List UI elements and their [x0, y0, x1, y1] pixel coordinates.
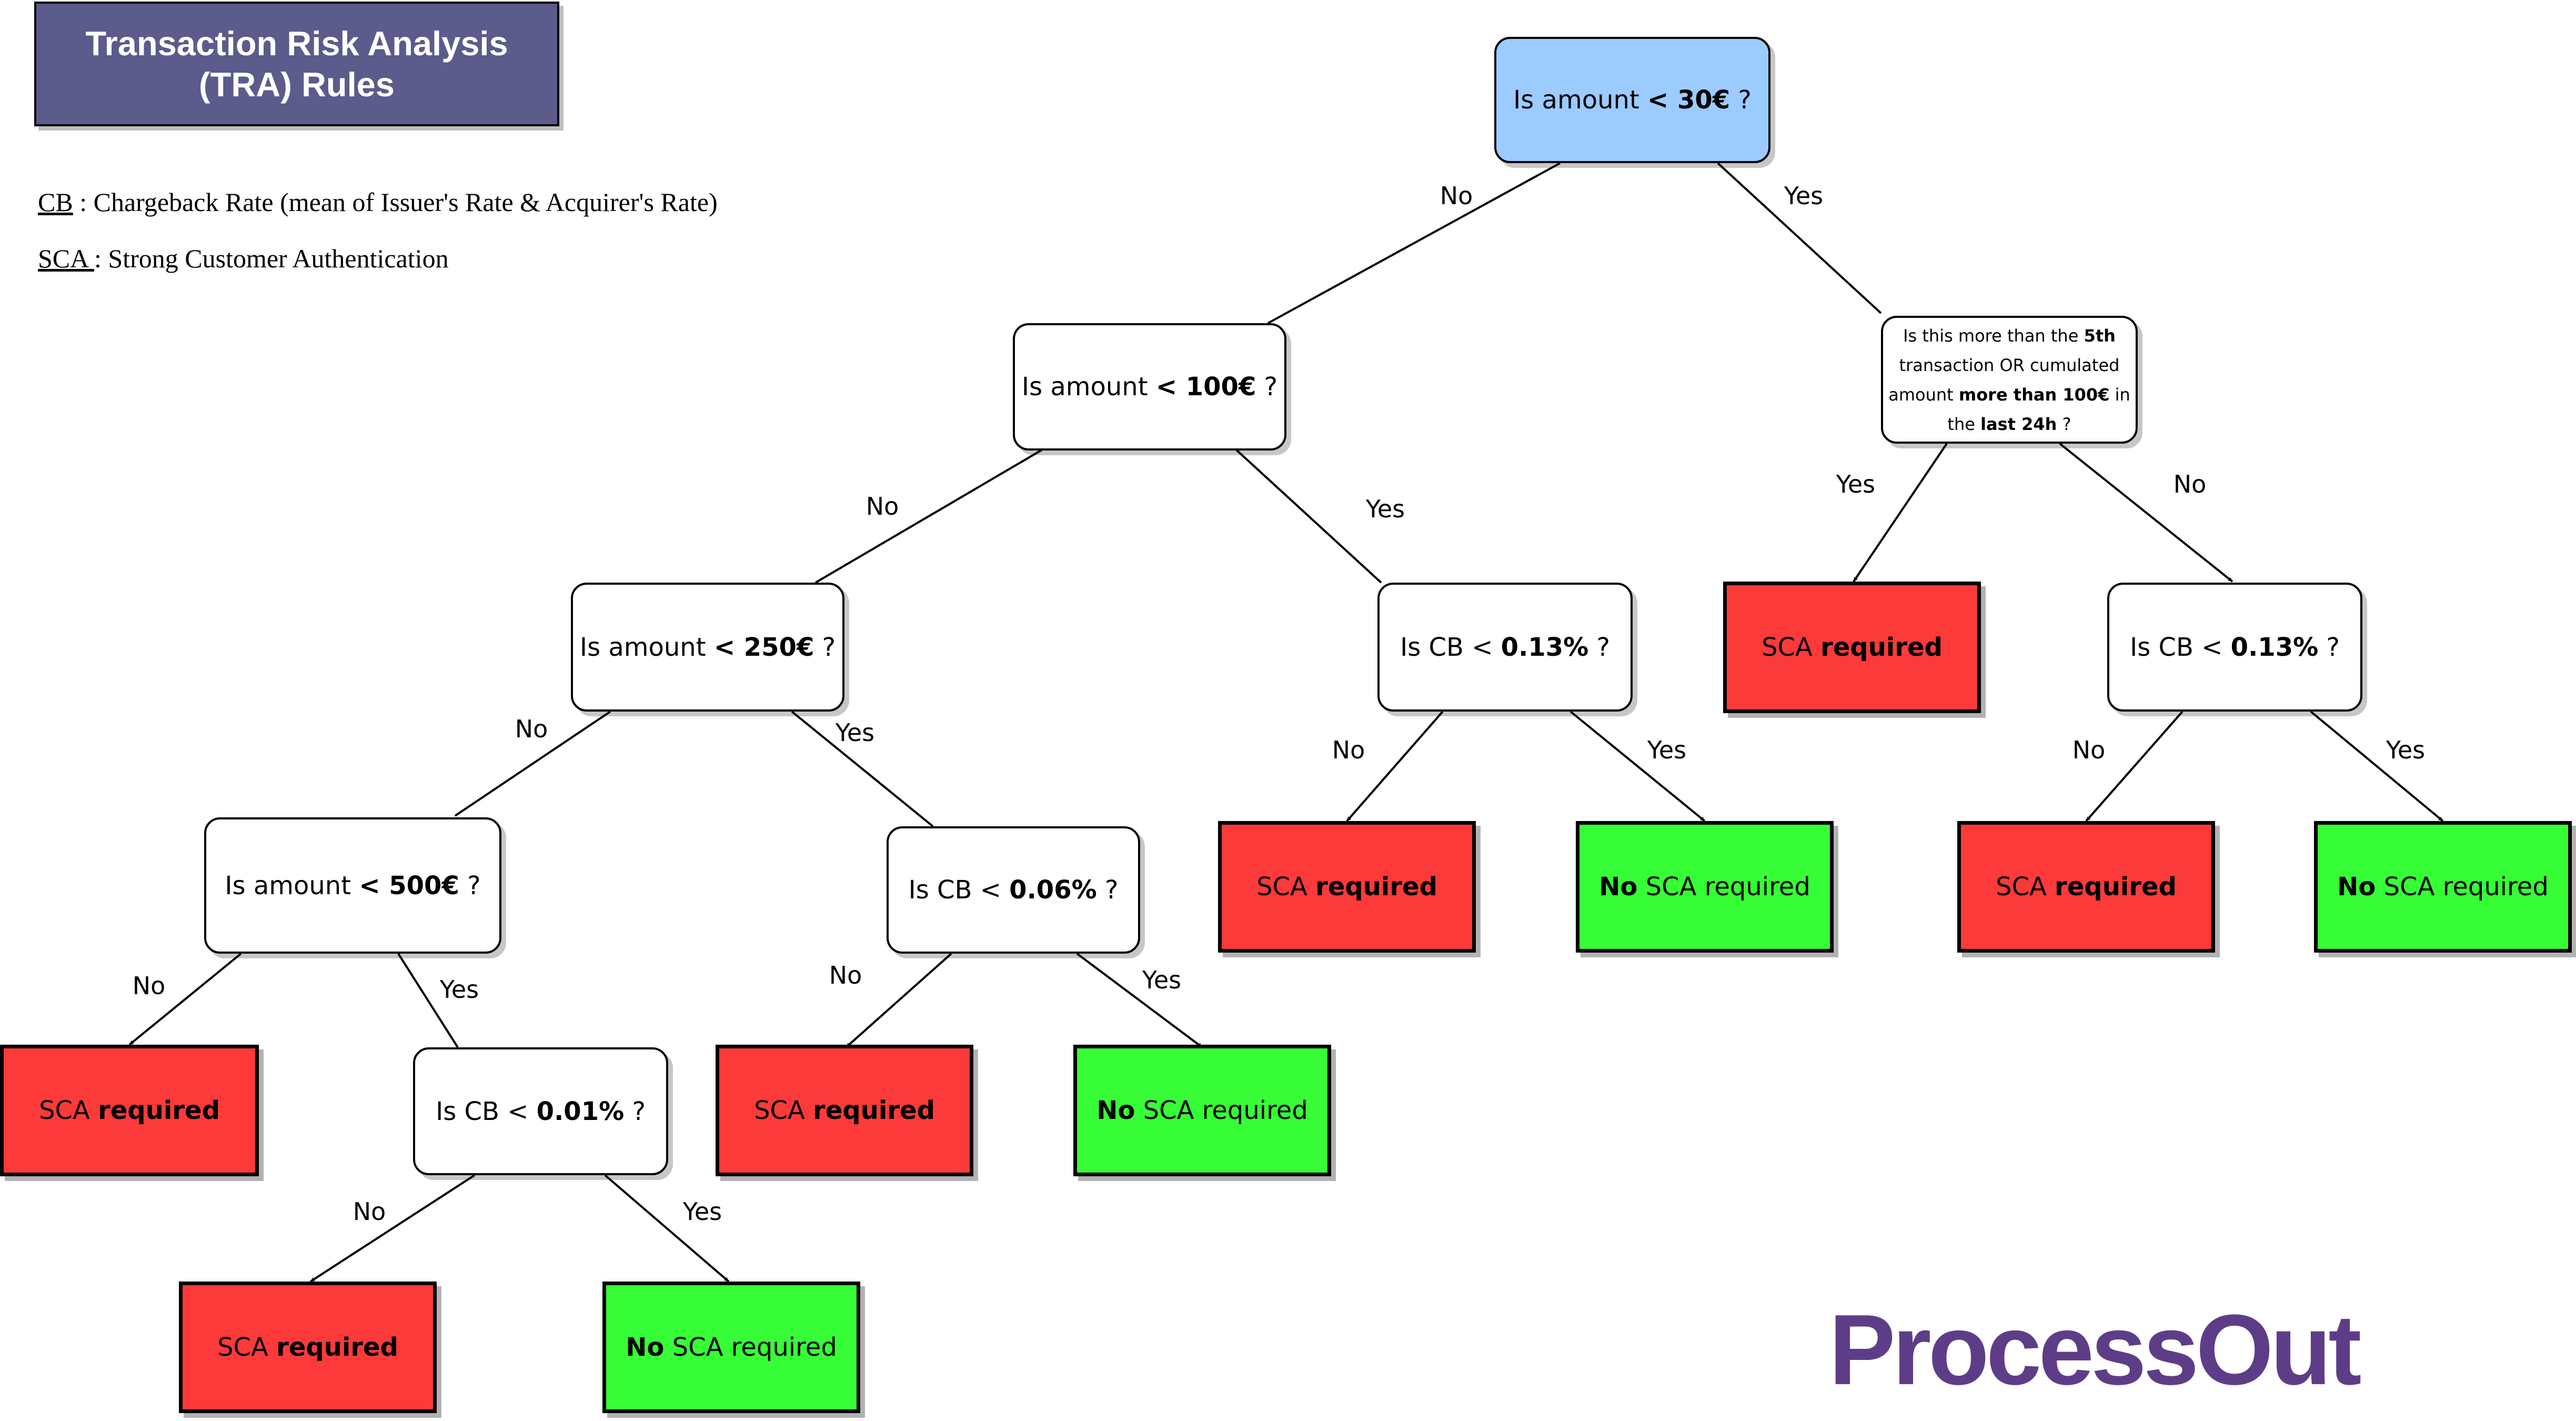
edge-label-no: No [829, 961, 862, 989]
edge-5th-yes [1853, 443, 1948, 583]
outcome-sca-required: SCA required [179, 1282, 437, 1413]
edge-label-no: No [515, 715, 548, 743]
outcome-sca-required: SCA required [1957, 821, 2215, 953]
edge-label-no: No [2072, 736, 2106, 764]
edge-label-no: No [353, 1197, 386, 1226]
edge-label-yes: Yes [1365, 495, 1405, 523]
edge-500-yes [397, 953, 459, 1048]
legend-cb-abbr: CB [38, 187, 73, 217]
question-amount-under-500: Is amount < 500€ ? [204, 817, 501, 954]
outcome-sca-required: SCA required [0, 1045, 259, 1176]
edge-label-yes: Yes [682, 1197, 722, 1226]
edge-cb013a-no [1346, 710, 1444, 822]
edge-cb001-no [309, 1174, 476, 1283]
title-line-2: (TRA) Rules [199, 65, 395, 104]
edge-500-no [128, 953, 242, 1046]
edge-label-yes: Yes [1836, 470, 1876, 498]
question-cb-under-006: Is CB < 0.06% ? [887, 826, 1140, 954]
edge-cb001-yes [604, 1174, 730, 1283]
outcome-no-sca-required: No SCA required [1576, 821, 1834, 953]
edge-label-yes: Yes [1142, 966, 1182, 994]
question-cb-under-013-left: Is CB < 0.13% ? [1377, 583, 1633, 712]
edge-label-yes: Yes [439, 975, 479, 1004]
edge-cb013a-yes [1569, 710, 1706, 822]
outcome-no-sca-required: No SCA required [1073, 1045, 1331, 1176]
question-amount-under-100: Is amount < 100€ ? [1013, 323, 1286, 451]
diagram-title: Transaction Risk Analysis (TRA) Rules [34, 2, 559, 126]
legend-sca-abbr: SCA [38, 244, 95, 273]
legend-cb-desc: : Chargeback Rate (mean of Issuer's Rate… [73, 187, 718, 217]
legend-sca-desc: : Strong Customer Authentication [94, 244, 449, 273]
edge-root-yes [1717, 162, 1882, 314]
edge-label-no: No [1332, 736, 1365, 764]
question-5th-transaction-or-100: Is this more than the 5th transaction OR… [1881, 316, 2138, 444]
edge-cb006-no [845, 953, 952, 1048]
edge-5th-no [2059, 443, 2233, 583]
edge-250-no [454, 710, 611, 817]
edge-label-no: No [132, 972, 166, 1000]
legend-sca: SCA : Strong Customer Authentication [38, 243, 449, 274]
edge-cb006-yes [1076, 953, 1203, 1048]
edge-cb013b-yes [2310, 710, 2444, 822]
question-amount-under-250: Is amount < 250€ ? [571, 583, 844, 712]
edge-label-yes: Yes [2386, 736, 2426, 764]
edge-cb013b-no [2085, 710, 2183, 822]
edge-label-yes: Yes [1784, 182, 1824, 210]
edge-label-no: No [1440, 182, 1473, 210]
outcome-sca-required: SCA required [1218, 821, 1476, 953]
question-cb-under-013-right: Is CB < 0.13% ? [2107, 583, 2362, 712]
outcome-sca-required: SCA required [716, 1045, 973, 1176]
title-line-1: Transaction Risk Analysis [85, 24, 508, 63]
question-amount-under-30: Is amount < 30€ ? [1494, 37, 1770, 163]
edge-label-no: No [866, 492, 899, 521]
outcome-no-sca-required: No SCA required [602, 1282, 860, 1413]
outcome-sca-required: SCA required [1723, 582, 1981, 713]
edge-250-yes [791, 710, 934, 827]
processout-logo: ProcessOut [1829, 1294, 2362, 1406]
edge-label-yes: Yes [835, 718, 875, 747]
edge-label-yes: Yes [1647, 736, 1687, 764]
legend-cb: CB : Chargeback Rate (mean of Issuer's R… [38, 187, 718, 217]
edge-100-no [814, 449, 1043, 584]
edge-root-no [1267, 162, 1561, 324]
outcome-no-sca-required: No SCA required [2314, 821, 2572, 953]
question-cb-under-001: Is CB < 0.01% ? [413, 1047, 668, 1175]
edge-100-yes [1235, 449, 1382, 584]
edge-label-no: No [2173, 470, 2207, 498]
